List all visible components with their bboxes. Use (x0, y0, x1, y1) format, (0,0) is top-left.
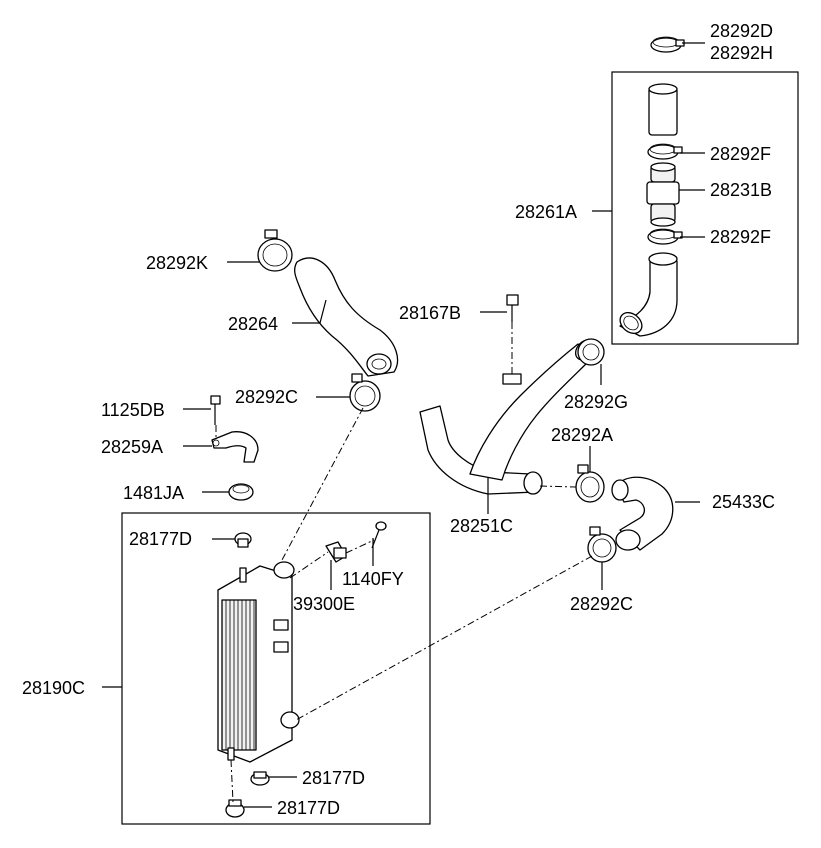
label-28292F-lower: 28292F (710, 227, 771, 247)
clamp-28292C-upper-drawing (349, 373, 381, 412)
label-28251C: 28251C (450, 516, 513, 536)
label-25433C: 25433C (712, 492, 775, 512)
grommet-28177D-mid-drawing (250, 771, 270, 786)
intercooler-28190C-drawing (217, 561, 300, 763)
hose-28264-drawing (294, 257, 399, 377)
assembly-line (289, 551, 329, 579)
elbow-hose-drawing (619, 252, 678, 337)
label-39300E: 39300E (293, 594, 355, 614)
bolt-1125DB-drawing (210, 395, 221, 425)
label-28292G: 28292G (564, 392, 628, 412)
hose-25433C-drawing (611, 476, 674, 551)
assembly-line (295, 555, 593, 721)
label-28261A: 28261A (515, 202, 577, 222)
label-28292F-upper: 28292F (710, 144, 771, 164)
screw-1140FY-drawing (371, 521, 387, 549)
label-1140FY: 1140FY (342, 569, 404, 589)
assembly-line (281, 407, 364, 561)
label-28177D-bottom: 28177D (277, 798, 340, 818)
resonator-28231B-drawing (646, 162, 680, 227)
sensor-39300E-drawing (325, 541, 347, 563)
grommet-28177D-top-drawing (234, 532, 252, 548)
label-28292D: 28292D (710, 21, 773, 41)
group-box-28190C (121, 512, 431, 825)
assembly-line (539, 485, 577, 488)
bracket-28259A-drawing (211, 431, 259, 463)
label-28259A: 28259A (101, 437, 163, 457)
label-28292C-lower: 28292C (570, 594, 633, 614)
group-box-28261A (611, 71, 799, 345)
label-28292K: 28292K (146, 253, 208, 273)
label-1481JA: 1481JA (123, 483, 184, 503)
clamp-28292D-drawing (650, 36, 685, 53)
clamp-28292C-lower-drawing (587, 526, 617, 563)
label-28190C: 28190C (22, 678, 85, 698)
clamp-28292F-lower-drawing (647, 228, 683, 245)
label-1125DB: 1125DB (101, 400, 165, 420)
pipe-28251C-drawing (419, 339, 596, 495)
assembly-line (345, 539, 375, 554)
label-28177D-top: 28177D (129, 529, 192, 549)
label-28292H: 28292H (710, 43, 773, 63)
label-28292A: 28292A (551, 425, 613, 445)
label-28167B: 28167B (399, 303, 461, 323)
label-28264: 28264 (228, 314, 278, 334)
grommet-28177D-bottom-drawing (225, 799, 245, 818)
leader-line (292, 299, 327, 324)
clamp-28292F-upper-drawing (647, 143, 683, 160)
clamp-28292G-drawing (577, 338, 605, 366)
bolt-28167B-drawing (506, 294, 519, 322)
clamp-28292K-drawing (257, 229, 293, 272)
label-28177D-mid: 28177D (302, 768, 365, 788)
pipe-segment-drawing (648, 83, 678, 136)
label-28292C-upper: 28292C (235, 387, 298, 407)
label-28231B: 28231B (710, 180, 772, 200)
assembly-line (230, 759, 234, 803)
cap-1481JA-drawing (228, 483, 254, 501)
